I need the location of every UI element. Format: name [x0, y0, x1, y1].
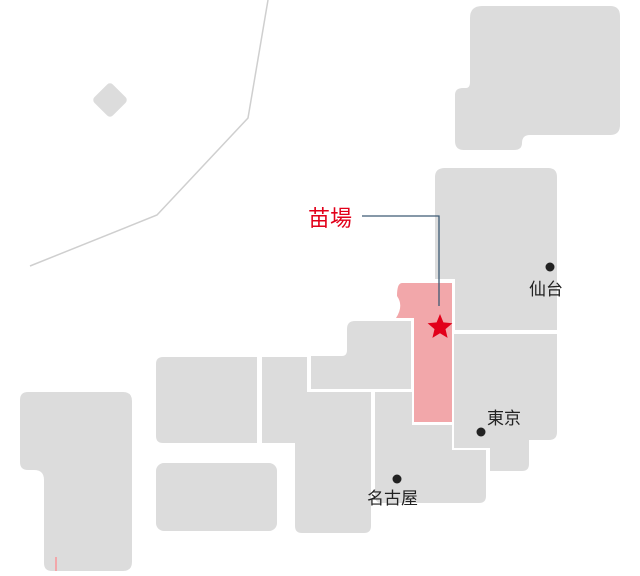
region-tohoku — [435, 168, 557, 330]
region-chugoku — [156, 357, 257, 443]
sea-boundary-line — [29, 0, 269, 267]
region-chubu-east — [375, 392, 486, 503]
city-dot-icon — [392, 474, 402, 484]
small-island — [93, 83, 127, 117]
city-label-tokyo: 東京 — [487, 409, 521, 429]
highlight-label: 苗場 — [308, 207, 352, 232]
sea-boundary-lines — [29, 0, 269, 267]
city-dot-icon — [545, 262, 555, 272]
leader-line — [362, 215, 440, 306]
region-hokkaido — [455, 6, 620, 150]
city-label-sendai: 仙台 — [529, 280, 563, 300]
star-icon — [427, 314, 453, 338]
highlight-region — [396, 283, 452, 422]
region-kansai — [262, 357, 371, 533]
region-kyushu — [20, 392, 132, 571]
city-dot-icon — [476, 427, 486, 437]
region-kanto-east — [454, 334, 557, 471]
region-shikoku — [156, 463, 277, 531]
region-hokuriku — [311, 321, 411, 389]
city-label-nagoya: 名古屋 — [367, 489, 418, 509]
